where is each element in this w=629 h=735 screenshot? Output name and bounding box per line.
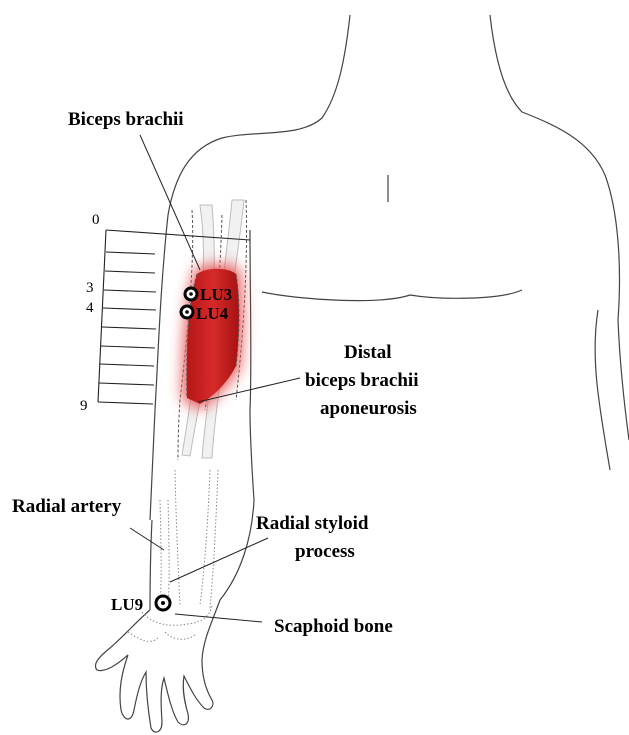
label-aponeurosis-line-3: aponeurosis: [320, 398, 417, 419]
acupoint-lu3-marker: [185, 288, 197, 300]
label-aponeurosis-line-1: Distal: [344, 342, 392, 363]
label-scaphoid-bone: Scaphoid bone: [274, 616, 393, 637]
label-radial-styloid-line-1: Radial styloid: [256, 513, 369, 534]
label-aponeurosis-line-2: biceps brachii: [305, 370, 418, 391]
label-biceps-brachii: Biceps brachii: [68, 109, 184, 130]
scale-tick-4: 4: [86, 300, 94, 316]
acupoint-lu4-marker: [181, 306, 193, 318]
forearm-structures: [160, 470, 218, 608]
scale-tick-9: 9: [80, 398, 88, 414]
acupoint-lu4-label: LU4: [196, 304, 229, 323]
acupoint-lu9-label: LU9: [111, 595, 143, 614]
scale-tick-3: 3: [86, 280, 94, 296]
acupoint-lu3-label: LU3: [200, 285, 232, 304]
hand: [95, 600, 220, 732]
label-radial-styloid-line-2: process: [295, 541, 355, 562]
scale-tick-0: 0: [92, 212, 100, 228]
acupoint-lu9-marker: [156, 596, 170, 610]
label-radial-artery: Radial artery: [12, 496, 122, 517]
